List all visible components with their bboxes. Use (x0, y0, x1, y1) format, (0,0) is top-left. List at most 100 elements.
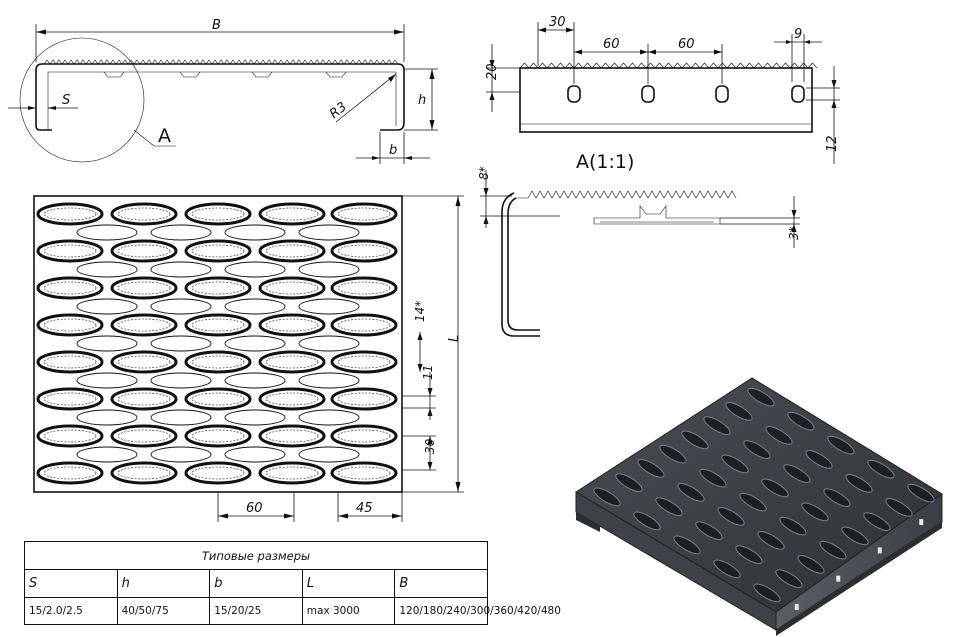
dim-label-8: 8* (477, 166, 491, 180)
dim-label-3: 3* (787, 226, 801, 240)
grip-slot-serration (265, 281, 319, 295)
grip-slot-serration (265, 392, 319, 406)
render-slot (787, 411, 815, 431)
drain-slot (76, 298, 138, 315)
grip-slot (36, 202, 104, 226)
render-slot (779, 516, 807, 536)
grip-slot-serration (191, 355, 245, 369)
dim-label-B: B (212, 18, 221, 33)
detail-title: A(1:1) (576, 151, 634, 173)
grip-slot (184, 202, 252, 226)
render-slot (673, 535, 701, 555)
table-header-B: B (394, 569, 488, 598)
section-foot (251, 71, 273, 78)
grip-slot-serration (117, 466, 171, 480)
dim-label-60-a: 60 (603, 37, 620, 52)
render-slot (743, 440, 771, 459)
grip-slot-serration (117, 429, 171, 443)
table-header-b: b (209, 569, 303, 598)
grip-slot (184, 313, 252, 337)
grip-slot-serration (265, 318, 319, 332)
render-slot (775, 569, 803, 588)
render-slot (863, 512, 891, 531)
render-slot (757, 531, 785, 550)
grip-slot-serration (337, 207, 391, 221)
grip-slot-serration (43, 392, 97, 406)
render-slot (633, 511, 661, 531)
dim-label-11: 11 (421, 365, 435, 380)
grip-slot (110, 202, 178, 226)
grip-slot-serration (43, 355, 97, 369)
side-view: 20 30 60 60 9 12 (485, 15, 840, 164)
grip-slot-serration (191, 281, 245, 295)
drain-slot (298, 409, 360, 426)
drain-slot (298, 446, 360, 463)
render-slot (681, 430, 709, 450)
grip-slot (36, 313, 104, 337)
render-slot (819, 540, 847, 560)
product-3d-render (575, 377, 943, 636)
render-slot (717, 507, 745, 526)
grip-slot-serration (337, 244, 391, 258)
grip-slot-serration (337, 355, 391, 369)
table-header-L: L (301, 569, 396, 598)
grip-slot-serration (265, 429, 319, 443)
drain-slot (150, 224, 212, 241)
drain-slot (224, 298, 286, 315)
drain-slot (224, 372, 286, 389)
detail-marker-A: A (158, 125, 171, 147)
dim-label-b: b (389, 143, 397, 158)
grip-slot (258, 350, 326, 374)
table-header-S: S (24, 569, 118, 598)
render-slot (695, 521, 723, 540)
grip-slot-serration (337, 392, 391, 406)
render-mounting-hole (794, 603, 799, 610)
grip-slot-serration (117, 207, 171, 221)
dim-label-60-b: 60 (678, 37, 695, 52)
grip-slot-serration (117, 392, 171, 406)
mounting-hole (791, 85, 805, 103)
grip-slot-serration (191, 244, 245, 258)
render-slot (637, 459, 665, 478)
grip-slot (258, 424, 326, 448)
dim-label-30-plan: 30 (423, 438, 437, 454)
grip-slot (330, 461, 398, 485)
grip-slot (258, 313, 326, 337)
table-title: Типовые размеры (24, 541, 488, 570)
drain-slot (76, 372, 138, 389)
table-value-L: max 3000 (301, 597, 396, 625)
plan-view: L 14* 11 30 60 45 (33, 195, 464, 522)
drain-slot (150, 335, 212, 352)
grip-slot (110, 387, 178, 411)
dim-label-h: h (418, 93, 426, 108)
grip-slot-serration (117, 318, 171, 332)
render-slot (827, 435, 855, 455)
drain-slot (150, 372, 212, 389)
render-slot (907, 483, 935, 503)
grip-slot-serration (117, 355, 171, 369)
grip-slot-serration (43, 466, 97, 480)
dim-label-S: S (62, 93, 70, 108)
drain-slot (76, 446, 138, 463)
grip-slot (258, 202, 326, 226)
drain-slot (76, 224, 138, 241)
grip-slot (330, 387, 398, 411)
dim-label-20: 20 (485, 63, 500, 80)
grip-slot-serration (265, 466, 319, 480)
render-slot (783, 464, 811, 483)
drain-slot (298, 261, 360, 278)
mounting-hole (715, 85, 729, 103)
render-slot (801, 502, 829, 522)
dim-label-60-plan: 60 (246, 501, 263, 516)
grip-slot-serration (191, 429, 245, 443)
grip-slot-serration (191, 318, 245, 332)
grip-slot-serration (265, 207, 319, 221)
grip-slot-serration (191, 392, 245, 406)
grip-slot (258, 387, 326, 411)
table-value-B: 120/180/240/300/360/420/480 (394, 597, 561, 625)
drain-slot (224, 261, 286, 278)
render-slot (713, 559, 741, 579)
render-slot (841, 526, 869, 546)
render-slot (725, 402, 753, 421)
grip-slot (258, 276, 326, 300)
